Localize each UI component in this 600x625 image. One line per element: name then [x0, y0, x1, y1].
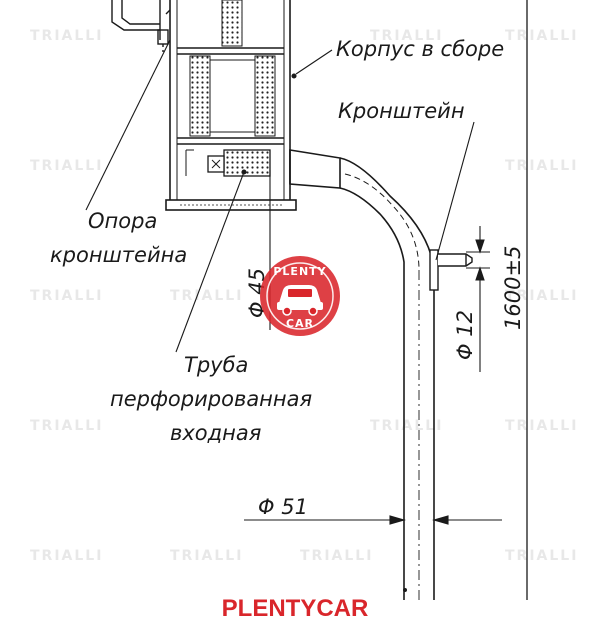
outlet-pipe [339, 157, 435, 600]
outlet-flange [289, 149, 341, 189]
svg-text:TRIALLI: TRIALLI [505, 548, 578, 564]
svg-text:TRIALLI: TRIALLI [370, 418, 443, 434]
dim-d51-lines [244, 515, 502, 525]
footer-brand: PLENTYCAR [221, 595, 369, 622]
dim-d12-lines [466, 226, 490, 372]
dim-d12: Φ 12 [453, 310, 477, 360]
watermark-pattern: TRIALLI TRIALLI TRIALLI TRIALLI TRIALLI … [30, 28, 578, 564]
label-support-line1: Опора [88, 209, 157, 233]
dim-d51: Φ 51 [258, 495, 308, 519]
svg-text:TRIALLI: TRIALLI [505, 158, 578, 174]
svg-text:TRIALLI: TRIALLI [370, 28, 443, 44]
label-housing: Корпус в сборе [336, 37, 504, 61]
svg-text:TRIALLI: TRIALLI [300, 548, 373, 564]
bracket-support [111, 0, 171, 52]
dim-length: 1600±5 [501, 246, 525, 330]
svg-text:TRIALLI: TRIALLI [30, 288, 103, 304]
plentycar-logo: PLENTY CAR [260, 256, 340, 336]
svg-text:TRIALLI: TRIALLI [170, 288, 243, 304]
svg-text:TRIALLI: TRIALLI [30, 418, 103, 434]
logo-bottom-text: CAR [286, 317, 314, 330]
label-bracket: Кронштейн [338, 99, 465, 123]
label-support-line2: кронштейна [50, 243, 187, 267]
perforated-sections [189, 0, 276, 137]
svg-text:TRIALLI: TRIALLI [505, 418, 578, 434]
logo-top-text: PLENTY [273, 265, 326, 278]
perforated-inlet-pipe [185, 149, 271, 177]
outlet-bracket [429, 249, 473, 291]
svg-text:TRIALLI: TRIALLI [30, 28, 103, 44]
label-pipe-line2: перфорированная [110, 387, 312, 411]
svg-text:TRIALLI: TRIALLI [505, 288, 578, 304]
svg-text:TRIALLI: TRIALLI [30, 158, 103, 174]
svg-text:TRIALLI: TRIALLI [505, 28, 578, 44]
label-pipe-line3: входная [170, 421, 261, 445]
svg-text:TRIALLI: TRIALLI [170, 548, 243, 564]
svg-text:TRIALLI: TRIALLI [30, 548, 103, 564]
label-pipe-line1: Труба [184, 353, 248, 377]
